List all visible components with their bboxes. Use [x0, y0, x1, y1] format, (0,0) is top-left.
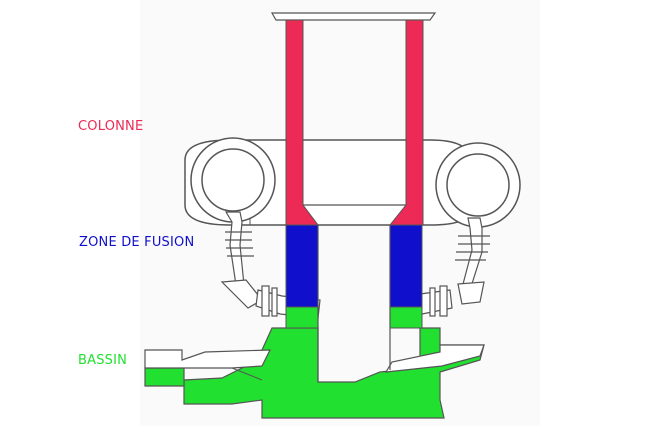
lower-shaft-walls [285, 306, 423, 329]
colonne-region [270, 12, 437, 226]
top-flange [270, 12, 437, 21]
label-colonne: COLONNE [78, 119, 144, 134]
shaft-bore-outline [303, 204, 406, 382]
right-tuyere [391, 142, 521, 319]
zone-de-fusion-region [285, 224, 423, 308]
label-zone-de-fusion: ZONE DE FUSION [79, 235, 195, 250]
bassin-region [144, 327, 485, 419]
label-bassin: BASSIN [78, 353, 128, 368]
